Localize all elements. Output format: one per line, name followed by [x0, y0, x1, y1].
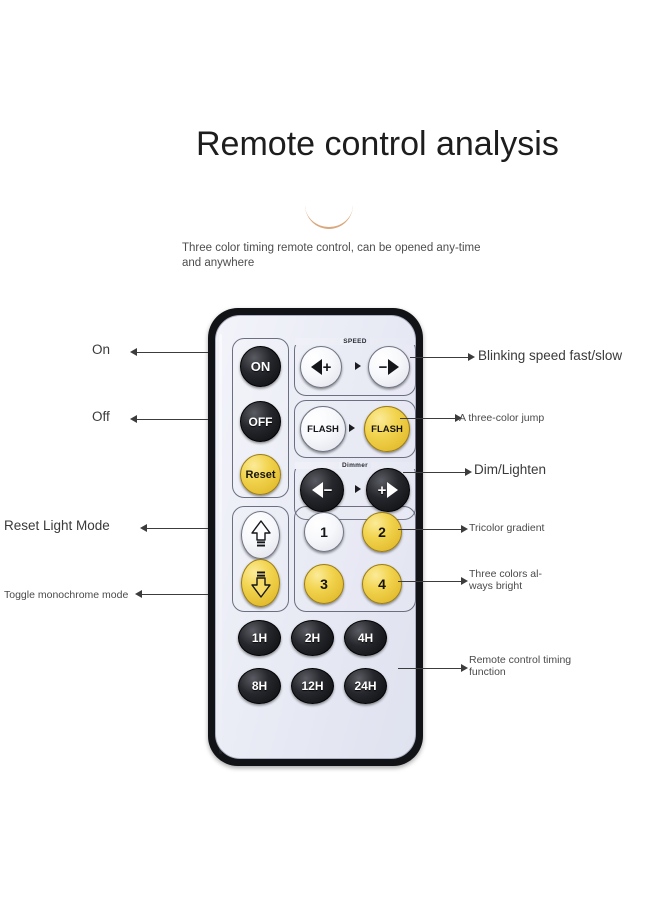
timer-button-2h[interactable]: 2H [291, 620, 334, 656]
dimmer-decrease-button[interactable]: − [300, 468, 344, 512]
annotation-tricolor-gradient: Tricolor gradient [469, 522, 545, 534]
arrowhead-blinking-speed [468, 353, 475, 361]
minus-sign: − [323, 481, 333, 499]
triangle-right-icon [388, 359, 400, 375]
up-arrow-icon [250, 520, 271, 547]
brightness-down-button[interactable] [241, 559, 280, 607]
remote-control-device: SPEED Dimmer ON OFF Reset [208, 308, 423, 766]
flash-white-button[interactable]: FLASH [300, 406, 346, 452]
arrowhead-dim-lighten [465, 468, 472, 476]
on-button[interactable]: ON [240, 346, 281, 387]
flash-color-button[interactable]: FLASH [364, 406, 410, 452]
annotation-off: Off [92, 409, 110, 424]
annotation-always-bright: Three colors al- ways bright [469, 568, 542, 592]
arrowhead-on [130, 348, 137, 356]
dimmer-separator-icon [355, 485, 361, 493]
triangle-right-icon [387, 482, 399, 498]
leader-line-off [135, 419, 208, 420]
group-label-dimmer: Dimmer [295, 462, 415, 469]
arrowhead-monochrome [135, 590, 142, 598]
reset-button[interactable]: Reset [240, 454, 281, 495]
dimmer-increase-button[interactable]: + [366, 468, 410, 512]
group-label-speed: SPEED [295, 338, 415, 345]
leader-line-dim-lighten [403, 472, 467, 473]
annotation-dim-lighten: Dim/Lighten [474, 462, 547, 477]
color-button-4[interactable]: 4 [362, 564, 402, 604]
dimmer-left-glyphs: − [311, 481, 333, 499]
arrowhead-tricolor-gradient [461, 525, 468, 533]
annotation-blinking-speed: Blinking speed fast/slow [478, 348, 623, 363]
arrowhead-three-color-jump [455, 414, 462, 422]
plus-sign: + [377, 481, 387, 499]
leader-line-blinking-speed [410, 357, 470, 358]
timer-button-12h[interactable]: 12H [291, 668, 334, 704]
dimmer-right-glyphs: + [378, 482, 399, 498]
timer-button-24h[interactable]: 24H [344, 668, 387, 704]
page-title: Remote control analysis [196, 125, 559, 163]
flash-separator-icon [349, 424, 355, 432]
off-button[interactable]: OFF [240, 401, 281, 442]
annotation-three-color-jump: A three-color jump [459, 412, 545, 424]
timer-button-4h[interactable]: 4H [344, 620, 387, 656]
leader-line-timing-function [398, 668, 463, 669]
annotation-timing-function: Remote control timing function [469, 654, 572, 678]
plus-sign: + [322, 358, 332, 376]
speed-separator-icon [355, 362, 361, 370]
remote-face: SPEED Dimmer ON OFF Reset [215, 315, 416, 759]
page-subtitle: Three color timing remote control, can b… [182, 242, 481, 269]
leader-line-three-color-jump [400, 418, 460, 419]
arrowhead-timing-function [461, 664, 468, 672]
decorative-arc-icon [305, 205, 353, 229]
annotation-reset-light-mode: Reset Light Mode [4, 518, 110, 533]
triangle-left-icon [310, 359, 322, 375]
leader-line-tricolor-gradient [398, 529, 463, 530]
leader-line-reset [145, 528, 208, 529]
leader-line-monochrome [140, 594, 208, 595]
speed-left-glyphs: + [310, 358, 332, 376]
triangle-left-icon [311, 482, 323, 498]
arrowhead-always-bright [461, 577, 468, 585]
timer-button-8h[interactable]: 8H [238, 668, 281, 704]
timer-button-1h[interactable]: 1H [238, 620, 281, 656]
down-arrow-icon [250, 571, 271, 598]
leader-line-on [135, 352, 208, 353]
speed-decrease-button[interactable]: + [300, 346, 342, 388]
bezel-highlight [219, 334, 222, 754]
color-button-1[interactable]: 1 [304, 512, 344, 552]
annotation-toggle-monochrome: Toggle monochrome mode [4, 589, 129, 601]
speed-right-glyphs: − [379, 359, 400, 375]
color-button-2[interactable]: 2 [362, 512, 402, 552]
arrowhead-off [130, 415, 137, 423]
color-button-3[interactable]: 3 [304, 564, 344, 604]
arrowhead-reset [140, 524, 147, 532]
annotation-on: On [92, 342, 111, 357]
brightness-up-button[interactable] [241, 511, 280, 559]
leader-line-always-bright [398, 581, 463, 582]
minus-sign: − [378, 358, 388, 376]
speed-increase-button[interactable]: − [368, 346, 410, 388]
